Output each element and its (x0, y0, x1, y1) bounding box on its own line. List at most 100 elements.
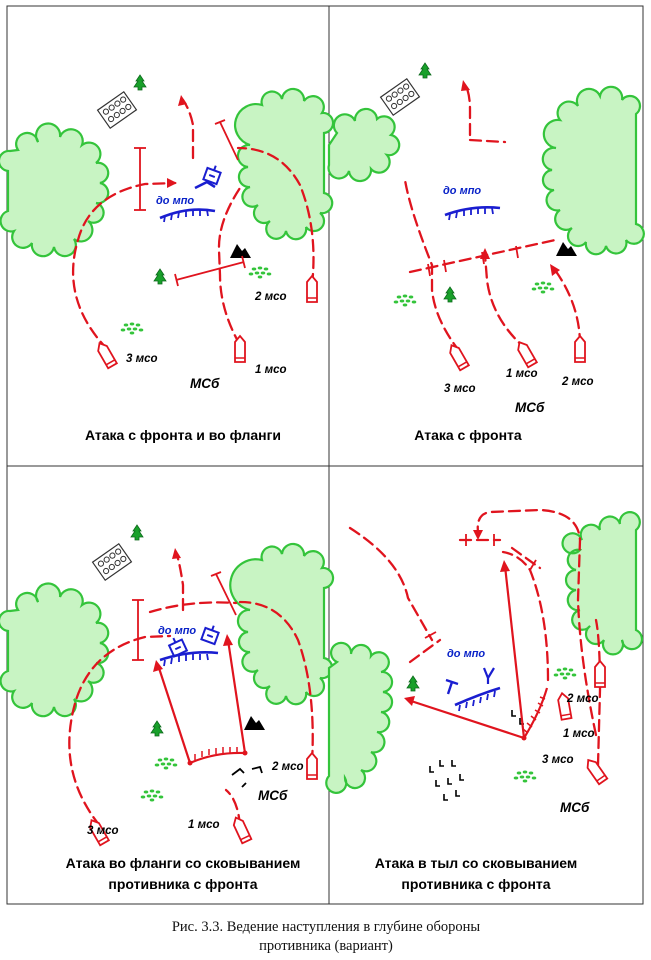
tank-icon (200, 622, 222, 646)
grass-icon (248, 266, 272, 279)
battalion-label: МСб (258, 788, 288, 803)
route-dashed (408, 638, 442, 664)
settlement-icon (91, 543, 133, 581)
route-1-mso (217, 183, 244, 347)
panel-title: Атака с фронта и во фланги (85, 427, 281, 443)
route-dashed (348, 526, 434, 642)
grass-icon (513, 770, 537, 783)
vehicle-icon (230, 814, 253, 845)
tree-icon (153, 268, 167, 285)
route-3-mso (403, 178, 462, 354)
settlement-icon (379, 78, 421, 116)
vehicle-icon (306, 752, 318, 780)
unit-label: 3 мсо (542, 754, 574, 766)
hill-icon (230, 244, 251, 258)
route-forward (175, 553, 185, 612)
unit-label: 3 мсо (87, 825, 119, 837)
enemy-label: до мпо (156, 195, 194, 207)
forest (325, 641, 394, 794)
route-forward (464, 84, 472, 137)
vehicle-icon (583, 756, 609, 786)
route-1-mso (483, 253, 529, 352)
forest (229, 542, 335, 706)
tree-icon (406, 675, 420, 692)
vehicle-icon (574, 335, 586, 363)
unit-label: 1 мсо (255, 364, 287, 376)
grass-icon (120, 322, 144, 335)
panel-3: до мпо 3 мсо 1 мсо 2 мсо МСб Атака во фл (0, 524, 335, 892)
enemy-label: до мпо (158, 625, 196, 637)
unit-label: 3 мсо (444, 383, 476, 395)
enemy-position: до мпо (443, 185, 501, 221)
panel-title: Атака в тыл со сковыванием (375, 855, 578, 871)
grass-icon (140, 789, 164, 802)
grass-icon (154, 757, 178, 770)
route-2-mso (238, 600, 314, 764)
unit-label: 2 мсо (566, 693, 599, 705)
fixing-group (153, 634, 248, 766)
line-marker (468, 138, 507, 144)
hill-icon (244, 716, 265, 730)
grass-icon (553, 667, 577, 680)
tree-icon (150, 720, 164, 737)
enemy-position: до мпо (158, 622, 222, 667)
panel-title: Атака во фланги со сковыванием (66, 855, 301, 871)
attack-line (503, 565, 526, 739)
unit-label: 1 мсо (188, 819, 220, 831)
unit-label: 1 мсо (563, 728, 595, 740)
enemy-label: до мпо (447, 648, 485, 660)
panel-title: противника с фронта (401, 876, 550, 892)
panel-1: до мпо 3 мсо 1 мсо 2 мсо МСб Атака с фро… (0, 74, 335, 443)
battalion-label: МСб (515, 400, 545, 415)
settlement-icon (96, 91, 138, 129)
forest (0, 122, 110, 258)
tree-icon (418, 62, 432, 79)
line-marker (219, 121, 239, 161)
enemy-position: до мпо (156, 162, 224, 223)
vehicle-icon (514, 338, 538, 369)
route-2-mso (501, 550, 550, 682)
enemy-label: до мпо (443, 185, 481, 197)
line-marker (175, 261, 245, 281)
route-1-mso (476, 508, 598, 737)
panel-title: противника с фронта (108, 876, 257, 892)
line-marker (148, 601, 238, 614)
vehicle-icon (306, 275, 318, 303)
tank-icon (482, 667, 495, 684)
mine-field-icon (429, 710, 524, 801)
route-3-mso (71, 181, 177, 352)
grass-icon (531, 281, 555, 294)
vehicle-icon (446, 341, 470, 372)
unit-label: 1 мсо (506, 368, 538, 380)
forest (0, 582, 110, 718)
battalion-label: МСб (190, 376, 220, 391)
unit-label: 3 мсо (126, 353, 158, 365)
forest (561, 511, 644, 656)
unit-label: 2 мсо (271, 761, 304, 773)
tree-icon (443, 286, 457, 303)
route-forward (181, 98, 195, 160)
figure-caption: противника (вариант) (259, 938, 393, 954)
route-3-mso (594, 618, 602, 767)
vehicle-icon (594, 660, 606, 688)
vehicle-icon (234, 335, 246, 363)
tree-icon (133, 74, 147, 91)
panel-2: до мпо 3 мсо 1 мсо 2 мсо МСб Атака с фро… (327, 62, 645, 443)
unit-label: 2 мсо (254, 291, 287, 303)
figure-caption: Рис. 3.3. Ведение наступления в глубине … (172, 919, 481, 935)
tree-icon (130, 524, 144, 541)
route-3-mso (68, 634, 172, 828)
forest (541, 85, 645, 256)
route-2-mso (236, 146, 315, 287)
vehicle-icon (94, 339, 118, 370)
attack-line (407, 698, 525, 740)
grass-icon (393, 294, 417, 307)
tank-icon (445, 678, 459, 695)
forest (327, 107, 401, 183)
enemy-position: до мпо (445, 648, 501, 712)
battalion-label: МСб (560, 800, 590, 815)
tank-icon (202, 162, 224, 186)
line-marker (510, 546, 542, 570)
mine-field-icon (231, 765, 263, 788)
